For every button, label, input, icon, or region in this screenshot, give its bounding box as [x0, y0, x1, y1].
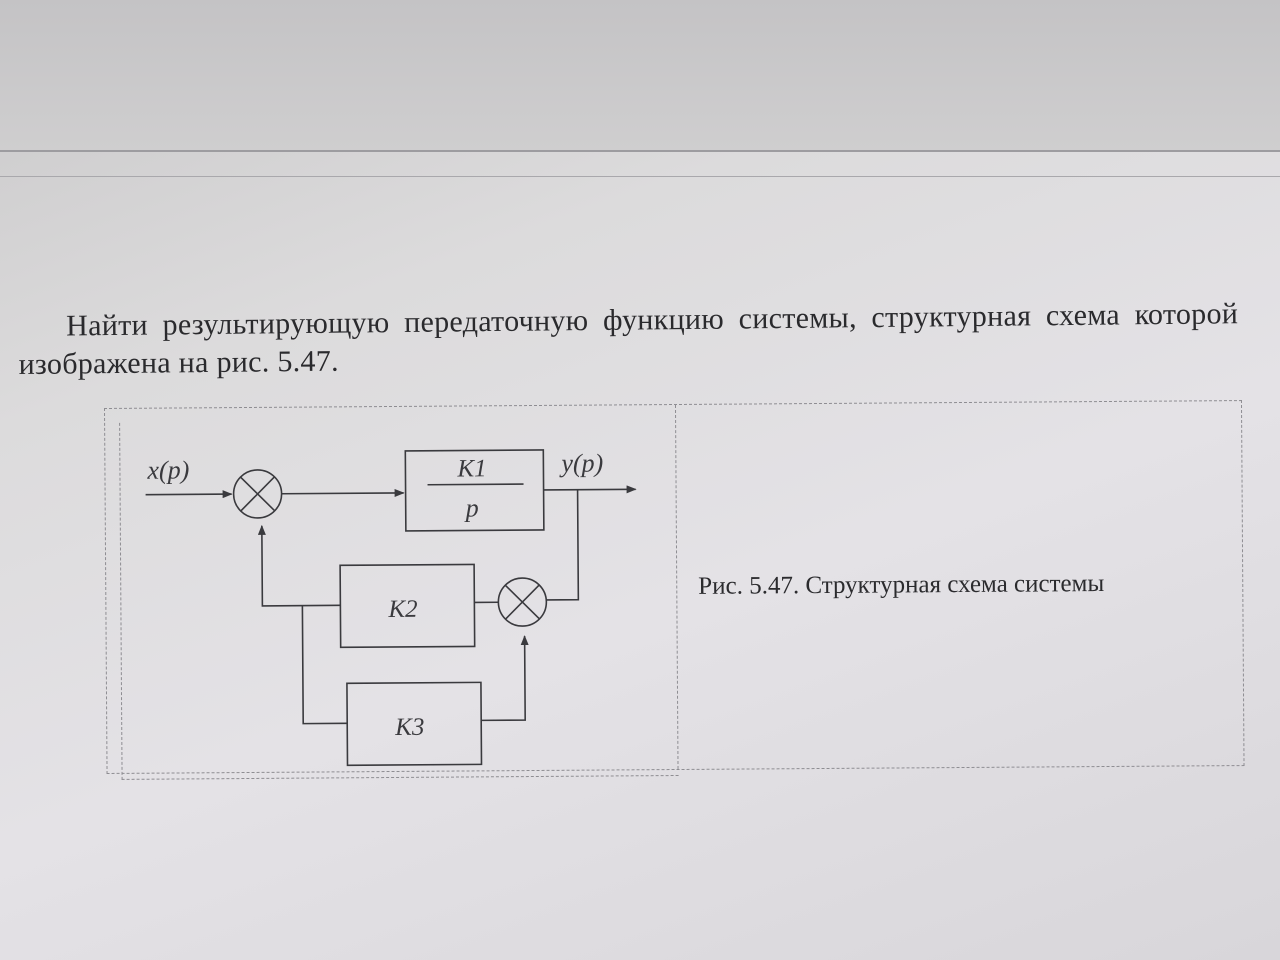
k2-to-main-junction-line [257, 524, 341, 607]
block-k3 [346, 681, 483, 767]
block1-denominator: p [464, 493, 479, 522]
k3-to-feedback-junction-line [481, 635, 529, 722]
figure-table: x(p) y(p) K1 p K2 K3 Рис. 5.47. Структур… [104, 400, 1245, 780]
branch-to-k3-line [301, 605, 348, 725]
output-label: y(p) [558, 449, 603, 478]
input-label: x(p) [146, 455, 189, 484]
input-signal-line [145, 490, 233, 499]
fraction-bar [427, 483, 524, 486]
block-diagram: x(p) y(p) K1 p K2 K3 [145, 449, 637, 767]
feedback-takeoff-line [546, 489, 580, 601]
summing-junction-main [232, 469, 283, 519]
task-statement: Найти результирующую передаточную функци… [18, 297, 1239, 381]
block1-numerator: K1 [456, 455, 486, 482]
output-signal-line [543, 485, 637, 494]
summing-junction-feedback [497, 577, 548, 627]
forward-line [281, 488, 405, 497]
page-divider-bottom [0, 176, 1280, 177]
block-k2 [339, 563, 476, 649]
figure-caption: Рис. 5.47. Структурная схема системы [698, 570, 1105, 600]
screen-top-band [0, 0, 1280, 150]
block2-label: K2 [387, 596, 417, 623]
block3-label: K3 [394, 714, 424, 741]
page-divider-top [0, 150, 1280, 152]
